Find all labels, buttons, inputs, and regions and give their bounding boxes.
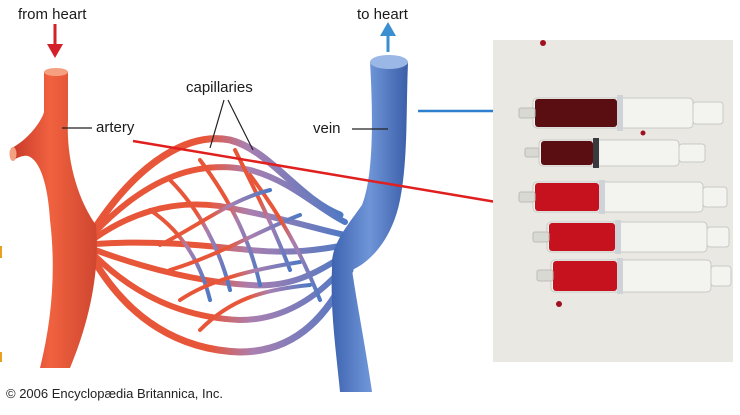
- capillaries-label: capillaries: [186, 79, 253, 96]
- artery-label: artery: [96, 119, 135, 136]
- edge-mark: [0, 352, 2, 362]
- artery-vessel: [9, 68, 97, 368]
- from-heart-label: from heart: [18, 6, 87, 23]
- capillary-network: [91, 135, 354, 356]
- label-leaders: [62, 99, 388, 151]
- copyright-notice: © 2006 Encyclopædia Britannica, Inc.: [6, 386, 223, 401]
- syringe-dark-1: [518, 95, 724, 131]
- syringe-photo: [493, 40, 733, 362]
- from-heart-arrow: [47, 24, 63, 58]
- syringe-dark-2: [524, 138, 706, 168]
- syringe-bright-3: [536, 258, 732, 294]
- edge-mark: [0, 246, 2, 258]
- syringe-photo-drawing: [493, 40, 733, 362]
- vein-vessel: [331, 55, 408, 392]
- pointer-artery-to-bright-blood: [132, 139, 517, 210]
- to-heart-arrow: [380, 22, 396, 52]
- syringe-bright-2: [532, 220, 730, 254]
- syringe-bright-1: [518, 180, 728, 214]
- vein-label: vein: [313, 120, 341, 137]
- to-heart-label: to heart: [357, 6, 408, 23]
